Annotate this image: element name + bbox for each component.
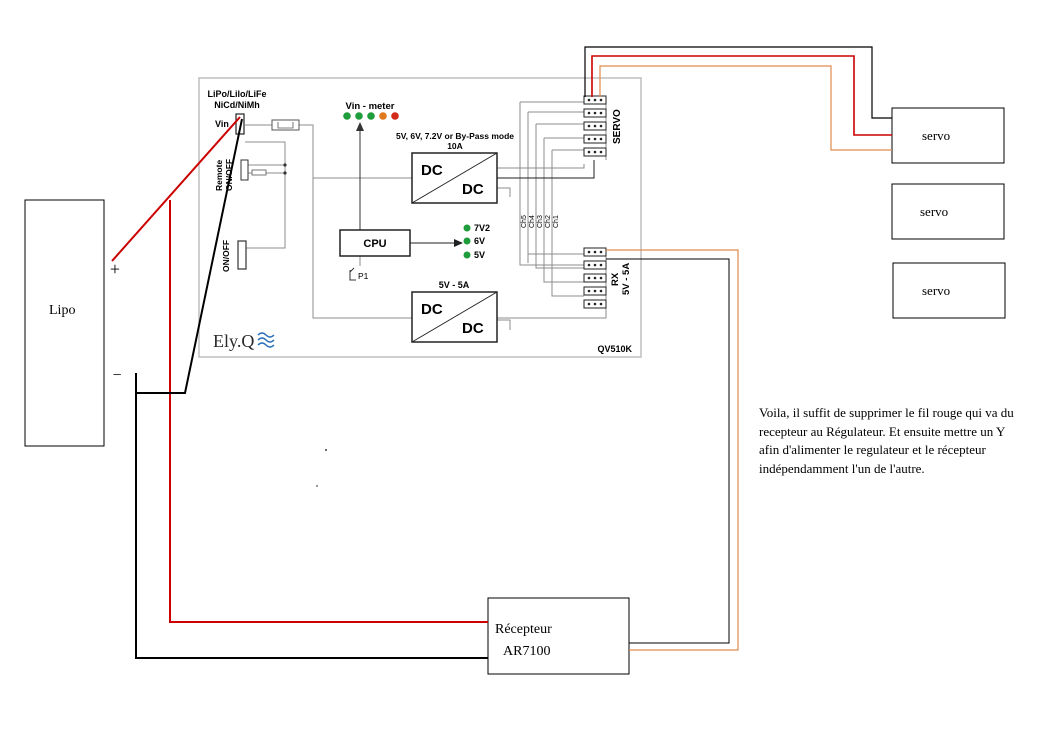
dc-bottom-in-label: DC [421, 301, 443, 318]
rx-port-label-1: RX [610, 272, 621, 286]
dc-bottom-out-label: DC [462, 320, 484, 337]
lipo-battery: Lipo + − [24, 199, 122, 447]
servo-group: servo servo servo [891, 107, 1006, 319]
board-internal-wiring [245, 97, 607, 330]
rx-port-label-2: 5V - 5A [621, 263, 632, 295]
remote-label-2: ON/OFF [224, 159, 234, 191]
battery-positive-wire [111, 116, 241, 262]
servo-box-1 [891, 107, 1005, 164]
channel-label-ch3: Ch3 [537, 215, 544, 228]
model-label: QV510K [597, 344, 632, 354]
servo-label-1: servo [922, 128, 950, 143]
dc-top-out-label: DC [462, 181, 484, 198]
vin-meter-led [367, 112, 375, 120]
vin-meter-led [355, 112, 363, 120]
cpu-label: CPU [363, 238, 386, 250]
regulator-board: LiPo/Lilo/LiFe NiCd/NiMh Vin Remote ON/O… [198, 77, 642, 358]
channel-label-ch1: Ch1 [553, 215, 560, 228]
receiver-box [487, 597, 630, 675]
led-6v [463, 237, 471, 245]
voltage-option-6v: 6V [474, 236, 485, 246]
p1-button [349, 267, 356, 281]
battery-box [24, 199, 105, 447]
remote-connector [240, 159, 249, 181]
battery-types-line2: NiCd/NiMh [214, 100, 260, 110]
vin-meter-label: Vin - meter [346, 101, 395, 112]
servo-port-label: SERVO [612, 109, 623, 144]
onoff-switch [237, 240, 247, 270]
onoff-label: ON/OFF [221, 240, 231, 272]
fuse-symbol [271, 119, 300, 131]
stray-dot [316, 485, 318, 487]
cpu-block [339, 229, 411, 257]
vin-meter-led [379, 112, 387, 120]
voltage-option-7v2: 7V2 [474, 223, 490, 233]
vin-label: Vin [215, 119, 229, 129]
battery-negative-wire [136, 118, 243, 394]
led-7v2 [463, 224, 471, 232]
receiver-label-line2: AR7100 [503, 644, 550, 659]
brand-logo-waves [257, 332, 275, 348]
receiver-positive-wire [169, 200, 488, 623]
remote-label-1: Remote [214, 160, 224, 191]
vin-meter-led [391, 112, 399, 120]
channel-label-ch5: Ch5 [521, 215, 528, 228]
servo-header [583, 95, 607, 157]
voltage-option-5v: 5V [474, 250, 485, 260]
vin-meter-leds [343, 112, 399, 120]
servo-label-3: servo [922, 283, 950, 298]
channel-label-ch2: Ch2 [545, 215, 552, 228]
servo-box-2 [891, 183, 1005, 240]
receiver-negative-wire [135, 373, 488, 659]
led-5v [463, 251, 471, 259]
servo-cable-signal [599, 65, 892, 151]
servo-mode-label-2: 10A [447, 141, 463, 151]
servo-box-3 [892, 262, 1006, 319]
servo-label-2: servo [920, 204, 948, 219]
brand-label: Ely.Q [213, 331, 254, 351]
stray-dot [325, 449, 327, 451]
servo-cable-black [584, 46, 892, 119]
battery-types-line1: LiPo/Lilo/LiFe [208, 89, 267, 99]
receiver: Récepteur AR7100 [487, 597, 630, 675]
receiver-label-line1: Récepteur [495, 622, 552, 637]
battery-plus-sign: + [110, 259, 120, 279]
battery-minus-sign: − [112, 367, 121, 384]
channel-label-ch4: Ch4 [529, 215, 536, 228]
explanation-note: Voila, il suffit de supprimer le fil rou… [759, 405, 1014, 476]
p1-label: P1 [358, 271, 369, 281]
rx-header [583, 247, 607, 309]
receiver-signal-wire-black [606, 258, 730, 644]
battery-label: Lipo [49, 303, 75, 318]
receiver-signal-wire-orange [606, 249, 739, 651]
vin-meter-led [343, 112, 351, 120]
servo-mode-label-1: 5V, 6V, 7.2V or By-Pass mode [396, 131, 514, 141]
dc-top-in-label: DC [421, 162, 443, 179]
external-wires [111, 46, 892, 659]
servo-cable-red [591, 55, 892, 136]
rx-regulator-label: 5V - 5A [439, 280, 470, 290]
